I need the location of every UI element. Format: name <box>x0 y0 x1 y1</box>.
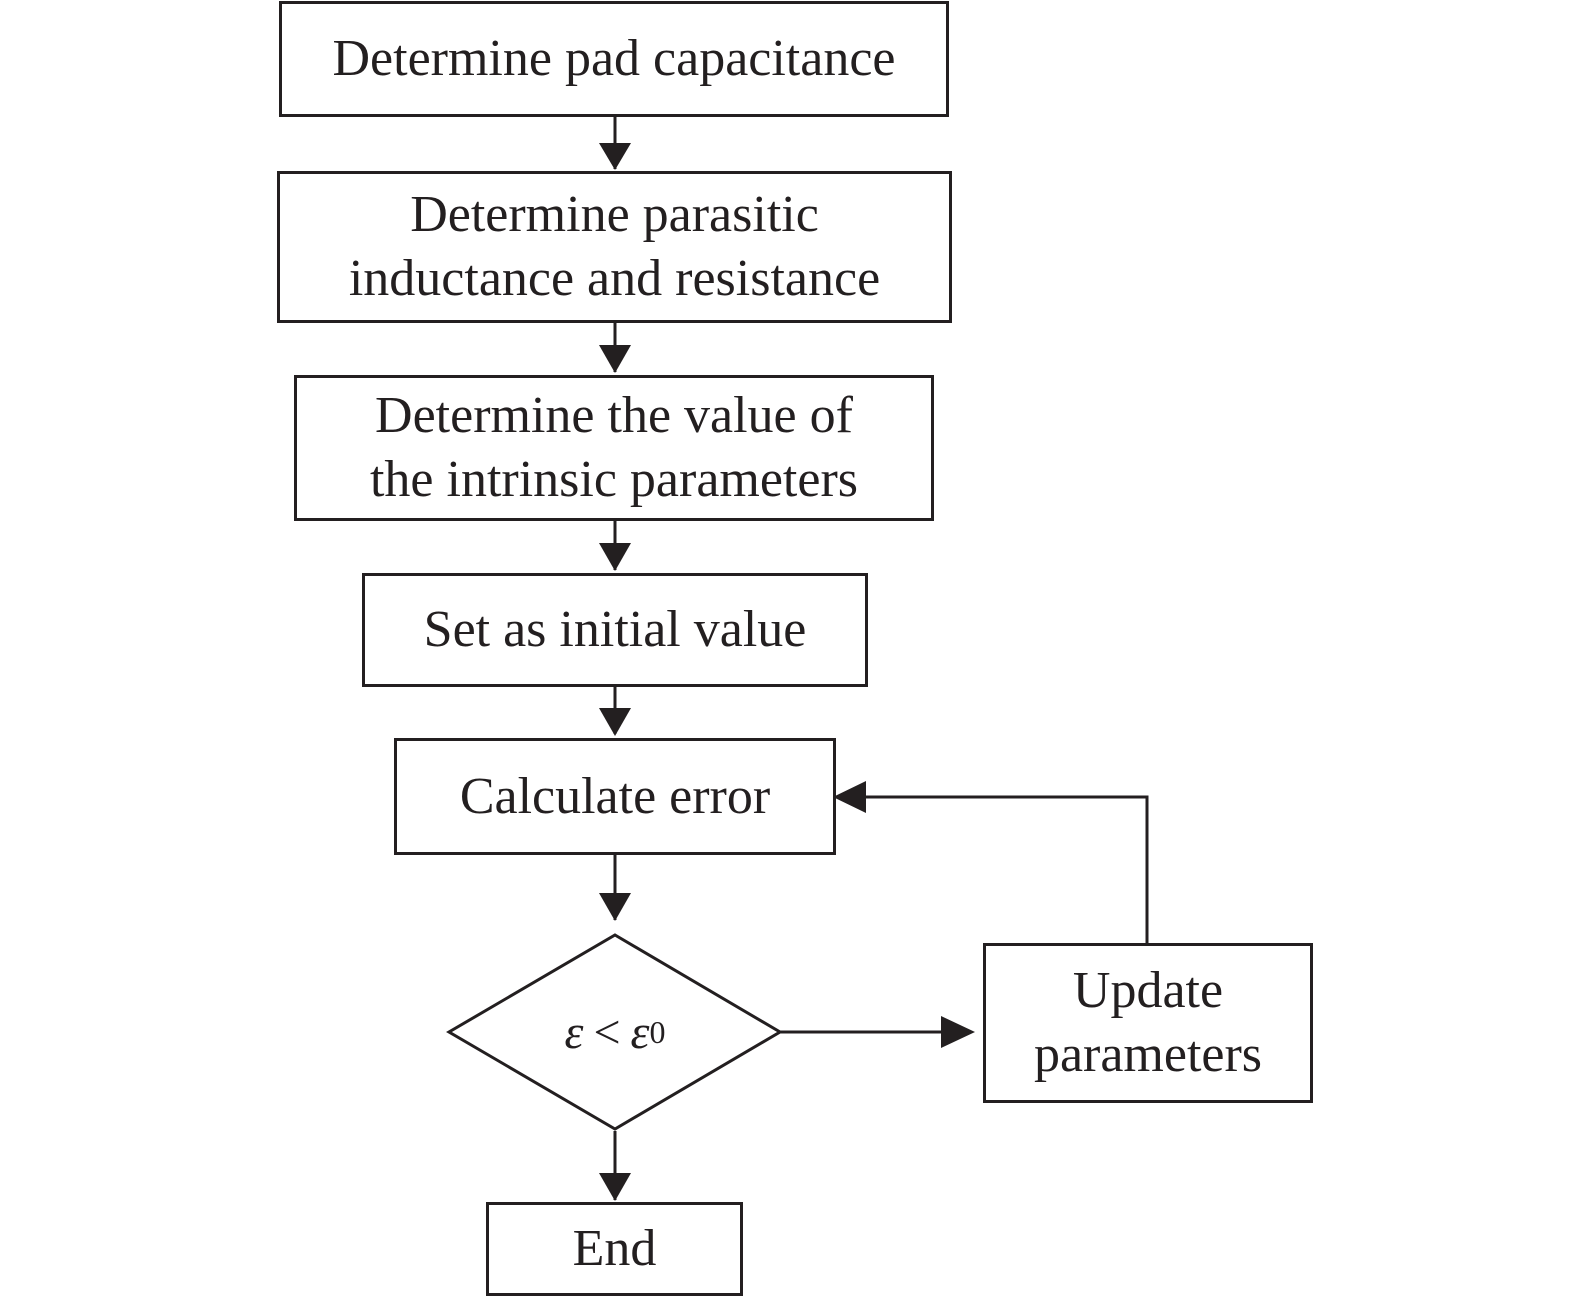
arrowhead-pad-to-parasitic <box>599 143 631 170</box>
arrowhead-initial-to-calculate <box>599 708 631 736</box>
decision-rhs: ε <box>630 1005 650 1059</box>
step-calculate-error-label: Calculate error <box>459 767 771 825</box>
step-intrinsic-parameters: Determine the value of the intrinsic par… <box>294 375 934 521</box>
step-parasitic-label-line2: inductance and resistance <box>348 250 881 307</box>
step-end-label: End <box>572 1220 657 1277</box>
decision-rhs-subscript: 0 <box>649 1013 666 1050</box>
step-update-label-line1: Update <box>1072 962 1224 1019</box>
step-calculate-error: Calculate error <box>394 738 836 855</box>
step-pad-capacitance: Determine pad capacitance <box>279 1 949 117</box>
step-update-parameters: Update parameters <box>983 943 1313 1103</box>
step-intrinsic-label-line2: the intrinsic parameters <box>369 451 859 508</box>
decision-diamond <box>446 933 783 1131</box>
step-parasitic-inductance-resistance: Determine parasitic inductance and resis… <box>277 171 952 323</box>
arrowhead-parasitic-to-intrinsic <box>599 345 631 373</box>
step-set-initial-value: Set as initial value <box>362 573 868 687</box>
step-update-label-line2: parameters <box>1033 1026 1263 1083</box>
step-parasitic-label-line1: Determine parasitic <box>410 186 819 243</box>
step-intrinsic-label-line1: Determine the value of <box>375 387 853 444</box>
arrowhead-decision-to-update <box>941 1016 975 1048</box>
step-end: End <box>486 1202 743 1296</box>
decision-lhs: ε <box>564 1005 584 1059</box>
arrowhead-decision-to-end <box>599 1173 631 1201</box>
arrowhead-calculate-to-decision <box>599 893 631 921</box>
arrowhead-intrinsic-to-initial <box>599 543 631 571</box>
decision-operator: < <box>593 1005 621 1059</box>
loop-update-to-calculate <box>865 795 1149 943</box>
arrowhead-loop-to-calculate <box>833 781 866 813</box>
step-initial-value-label: Set as initial value <box>423 601 807 658</box>
step-pad-capacitance-label: Determine pad capacitance <box>332 30 896 87</box>
